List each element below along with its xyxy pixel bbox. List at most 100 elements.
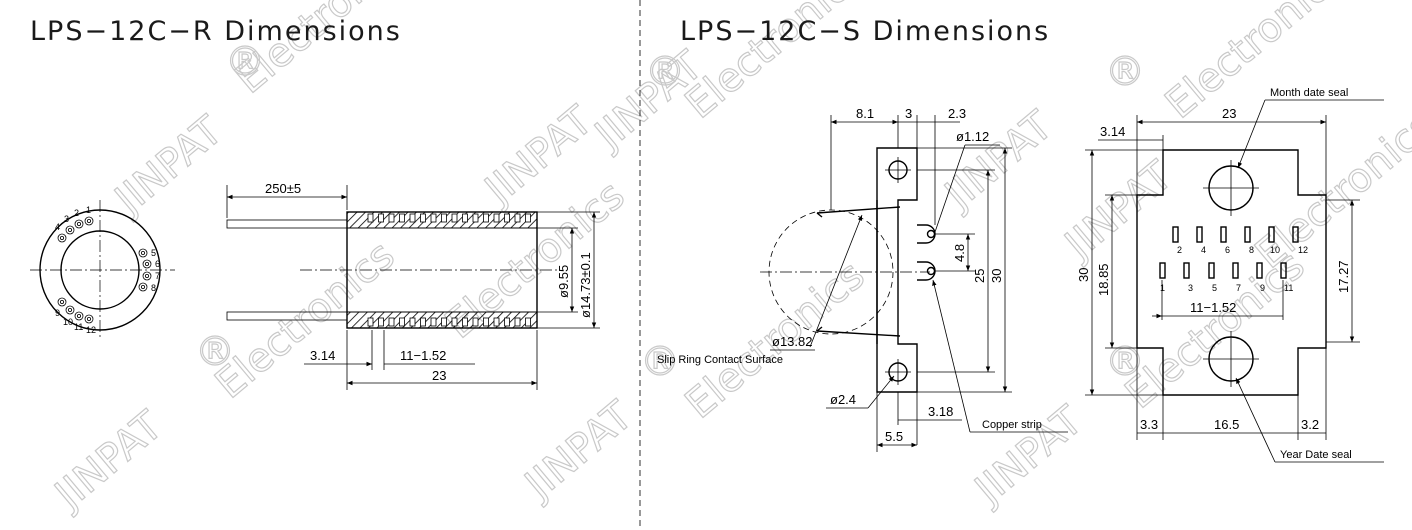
watermark-brand: JINPAT: [105, 108, 232, 225]
s-front-view: 2 4 6 8 10 12 1 3 5 7 9 11 23 3.14 30 18…: [1076, 87, 1384, 463]
front-pin-label: 12: [1298, 245, 1308, 255]
dim-front-width: 23: [1222, 106, 1236, 121]
groove: [388, 317, 395, 327]
front-pin-label: 5: [1212, 283, 1217, 293]
s-side-view: 8.1 3 2.3 ø1.12 4.8 25 30 ø13.82 Slip Ri…: [657, 106, 1068, 452]
dim-s-small-hole: ø1.12: [956, 129, 989, 144]
groove: [409, 317, 416, 327]
groove: [367, 213, 374, 223]
dim-offset: 3.14: [310, 348, 335, 363]
dim-bore: ø9.55: [556, 265, 571, 298]
front-pin-label: 11: [1284, 283, 1293, 293]
label-year-date-seal: Year Date seal: [1280, 449, 1352, 461]
ring-pin-label: 12: [86, 325, 96, 335]
groove: [441, 213, 447, 223]
groove: [462, 317, 468, 327]
groove: [525, 317, 531, 327]
groove: [472, 317, 479, 327]
watermark-brand: JINPAT: [45, 403, 172, 520]
groove: [420, 317, 426, 327]
groove: [514, 317, 521, 327]
dim-s-8-1: 8.1: [856, 106, 874, 121]
watermark-registered: ®: [645, 49, 685, 95]
watermark-registered: ®: [195, 329, 235, 375]
dim-s-mount-hole: ø2.4: [830, 392, 856, 407]
dim-front-height: 30: [1076, 268, 1091, 282]
groove: [409, 213, 416, 223]
dim-front-3-3: 3.3: [1140, 417, 1158, 432]
watermark-registered: ®: [1105, 49, 1145, 95]
watermark: JINPAT Electronics JINPAT Electronics JI…: [44, 0, 1412, 520]
dim-s-pin-gap: 4.8: [952, 244, 967, 262]
watermark-brand: JINPAT: [515, 393, 642, 510]
label-copper-strip: Copper strip: [982, 419, 1042, 431]
groove: [493, 317, 500, 327]
dim-length: 23: [432, 368, 446, 383]
ring-pin-label: 7: [155, 271, 160, 281]
groove: [493, 213, 500, 223]
watermark-registered: ®: [1105, 339, 1145, 385]
label-contact-surface: Slip Ring Contact Surface: [657, 354, 783, 366]
label-month-date-seal: Month date seal: [1270, 87, 1348, 99]
ring-pin-label: 3: [64, 214, 69, 224]
groove: [388, 213, 395, 223]
r-side-view: 250±5 ø9.55 ø14.73±0.1 3.14 11−1.52 23: [226, 181, 600, 390]
front-pin-label: 2: [1177, 245, 1182, 255]
front-pin-label: 6: [1225, 245, 1230, 255]
groove: [378, 213, 384, 223]
groove: [430, 213, 437, 223]
watermark-registered: ®: [225, 39, 265, 85]
ring-pin-label: 10: [63, 317, 73, 327]
ring-pin-label: 11: [74, 322, 83, 332]
title-left: LPS−12C−R Dimensions: [30, 16, 402, 47]
watermark-word: Electronics: [1157, 0, 1354, 128]
groove: [367, 317, 374, 327]
groove: [504, 213, 510, 223]
dim-pitch: 11−1.52: [400, 348, 446, 363]
groove: [451, 317, 458, 327]
dim-front-3-2: 3.2: [1301, 417, 1319, 432]
front-pin-label: 4: [1201, 245, 1206, 255]
front-pins-bottom: [1159, 262, 1287, 279]
dim-s-5-5: 5.5: [885, 429, 903, 444]
groove: [451, 213, 458, 223]
groove: [399, 317, 405, 327]
dim-front-16-5: 16.5: [1214, 417, 1239, 432]
ring-pin-label: 6: [155, 259, 160, 269]
groove: [504, 317, 510, 327]
ring-pin-label: 4: [55, 222, 60, 232]
groove: [525, 213, 531, 223]
front-pins-top: [1172, 226, 1299, 243]
dim-s-3-18: 3.18: [928, 404, 953, 419]
groove: [441, 317, 447, 327]
r-ring-end-view: 4 3 2 1 5 6 7 8 9 10 11 12: [30, 200, 175, 340]
groove: [399, 213, 405, 223]
ring-pin-label: 9: [55, 308, 60, 318]
groove: [514, 213, 521, 223]
dim-front-pitch: 11−1.52: [1190, 300, 1236, 315]
groove: [420, 213, 426, 223]
dim-s-25: 25: [972, 269, 987, 283]
front-pin-label: 7: [1236, 283, 1241, 293]
dim-front-18-85: 18.85: [1096, 263, 1111, 296]
groove: [378, 317, 384, 327]
dim-s-contact-diameter: ø13.82: [772, 334, 812, 349]
ring-pin-label: 1: [86, 205, 91, 215]
groove: [483, 213, 489, 223]
front-pin-label: 8: [1249, 245, 1254, 255]
dim-s-2-3: 2.3: [948, 106, 966, 121]
watermark-registered: ®: [640, 339, 680, 385]
groove: [472, 213, 479, 223]
ring-pin-label: 2: [74, 208, 79, 218]
ring-pin-label: 8: [151, 283, 156, 293]
title-right: LPS−12C−S Dimensions: [680, 16, 1050, 47]
dim-lead-length: 250±5: [265, 181, 301, 196]
ring-pin-label: 5: [151, 248, 156, 258]
groove: [483, 317, 489, 327]
front-pin-label: 1: [1160, 283, 1165, 293]
front-pin-label: 10: [1270, 245, 1280, 255]
dim-front-offset: 3.14: [1100, 124, 1125, 139]
watermark-brand: JINPAT: [965, 398, 1092, 515]
dim-s-3: 3: [905, 106, 912, 121]
